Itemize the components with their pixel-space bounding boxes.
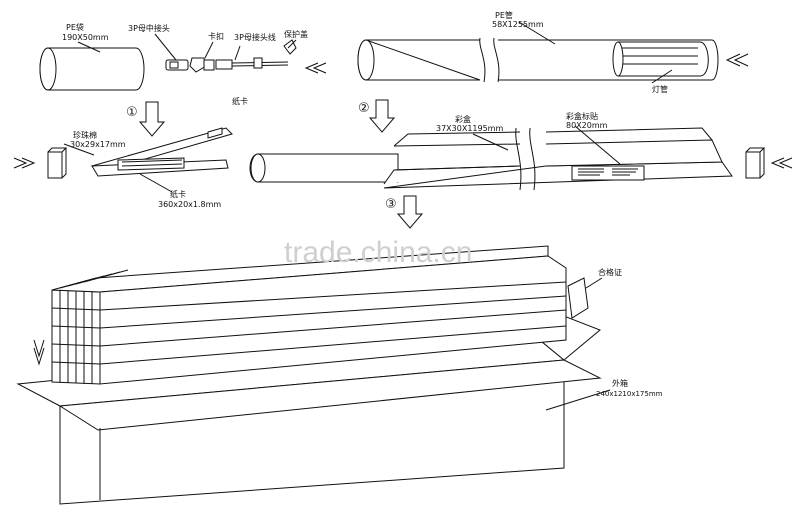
double-arrow-left-1: [304, 62, 327, 74]
connector-3p-mid-label: 3P母中接头: [128, 23, 170, 33]
step-2-marker: ②: [358, 101, 370, 116]
outer-box-size-label: 240x1210x175mm: [596, 390, 663, 398]
step-3-arrow: [396, 195, 424, 229]
pe-tube-label: PE管: [495, 10, 513, 20]
clip-part: [189, 57, 215, 73]
double-arrow-left-3: [770, 157, 793, 169]
double-arrow-right-1: [13, 157, 36, 169]
lamp-tube-label: 灯管: [652, 84, 668, 94]
protector-cap-label: 保护盖: [284, 29, 308, 39]
connector-3p-mid: [165, 59, 189, 71]
clip-label: 卡扣: [208, 31, 224, 41]
connector-3p-wire: [215, 57, 289, 70]
step-3-marker: ③: [385, 197, 397, 212]
color-box-sticker-size-label: 80X20mm: [566, 121, 608, 130]
paper-card-top-label: 纸卡: [232, 96, 248, 106]
paper-card-folded: [90, 127, 233, 177]
color-box-sticker-label: 彩盒标贴: [566, 111, 598, 121]
step-1-arrow: [138, 101, 166, 137]
pe-tube-size-label: 58X1255mm: [492, 20, 544, 29]
paper-card-size-label: 360x20x1.8mm: [158, 200, 221, 209]
certificate-label: 合格证: [598, 267, 622, 277]
color-box-label: 彩盒: [455, 114, 471, 124]
tube-into-box: [249, 153, 399, 183]
step-1-marker: ①: [126, 105, 138, 120]
outer-carton: [16, 315, 602, 505]
watermark-text: trade.china.cn: [284, 236, 472, 269]
pearl-cotton-label: 珍珠棉: [73, 130, 97, 140]
color-box-size-label: 37X30X1195mm: [436, 124, 503, 133]
pearl-cotton-size-label: 30x29x17mm: [70, 140, 126, 149]
step-2-arrow: [368, 99, 396, 133]
pearl-cotton-block-right: [745, 146, 765, 179]
pe-tube: [357, 37, 719, 83]
pearl-cotton-block: [47, 146, 67, 179]
double-arrow-left-2: [725, 53, 749, 67]
stacked-color-boxes: [51, 245, 567, 385]
color-box-open: [383, 127, 733, 191]
pe-bag: [39, 47, 145, 91]
pe-bag-label: PE袋: [66, 22, 84, 32]
paper-card-label: 纸卡: [170, 189, 186, 199]
connector-3p-wire-label: 3P母接头线: [234, 32, 276, 42]
certificate-card: [567, 277, 589, 319]
outer-box-label: 外箱: [612, 378, 628, 388]
pe-bag-size-label: 190X50mm: [62, 33, 109, 42]
carton-arrow: [33, 339, 45, 366]
